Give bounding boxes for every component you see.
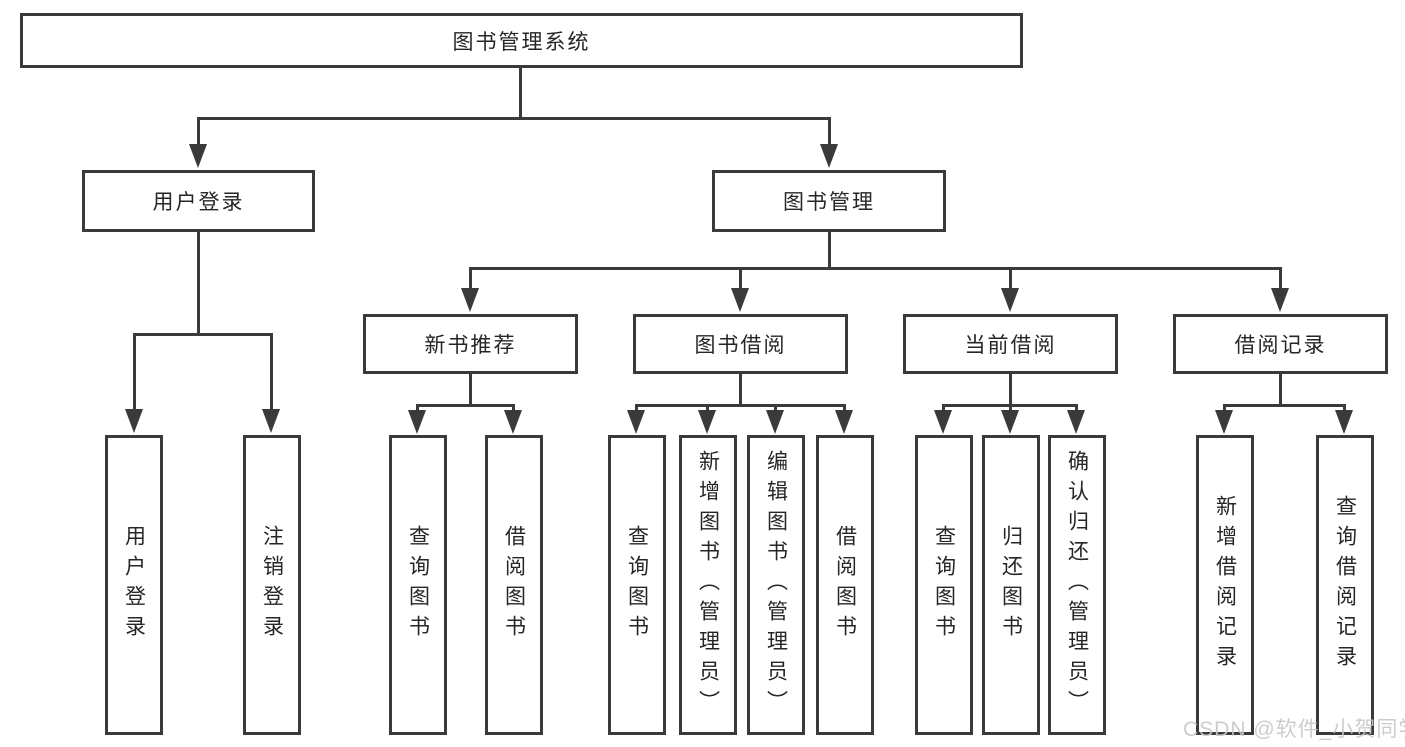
connector-borrow-records-crossbar bbox=[1223, 404, 1346, 407]
leaf-query-books-1: 查询图书 bbox=[389, 435, 447, 735]
arrow-to-query-books-3 bbox=[934, 410, 952, 434]
connector-drop-borrow-records bbox=[1279, 267, 1282, 289]
node-system-root-label: 图书管理系统 bbox=[452, 30, 591, 54]
connector-current-borrow-stem bbox=[1009, 372, 1012, 406]
connector-drop-add-book bbox=[706, 404, 709, 412]
arrow-to-new-book bbox=[461, 288, 479, 312]
leaf-return-book: 归还图书 bbox=[982, 435, 1040, 735]
node-book-management: 图书管理 bbox=[712, 170, 946, 232]
node-book-borrow-label: 图书借阅 bbox=[694, 334, 787, 357]
node-user-login: 用户登录 bbox=[82, 170, 315, 232]
arrow-to-leaf-logout bbox=[262, 409, 280, 433]
arrow-to-book-management bbox=[820, 144, 838, 168]
node-borrow-records-label: 借阅记录 bbox=[1234, 334, 1327, 357]
connector-drop-current-borrow bbox=[1009, 267, 1012, 289]
arrow-to-edit-book bbox=[766, 410, 784, 434]
arrow-to-user-login bbox=[189, 144, 207, 168]
connector-drop-new-book bbox=[469, 267, 472, 289]
arrow-to-book-borrow bbox=[731, 288, 749, 312]
connector-user-login-stem bbox=[197, 230, 200, 336]
connector-drop-add-record bbox=[1223, 404, 1226, 412]
node-current-borrow-label: 当前借阅 bbox=[964, 334, 1057, 357]
connector-book-borrow-stem bbox=[739, 372, 742, 406]
leaf-user-login-label: 用户登录 bbox=[122, 525, 146, 645]
connector-drop-user-login bbox=[197, 117, 200, 145]
connector-book-management-stem bbox=[828, 230, 831, 270]
leaf-query-books-1-label: 查询图书 bbox=[406, 525, 430, 645]
arrow-to-confirm-return bbox=[1067, 410, 1085, 434]
leaf-return-book-label: 归还图书 bbox=[999, 525, 1023, 645]
connector-borrow-records-stem bbox=[1279, 372, 1282, 406]
arrow-to-borrow-books-2 bbox=[835, 410, 853, 434]
node-current-borrow: 当前借阅 bbox=[903, 314, 1118, 374]
node-book-management-label: 图书管理 bbox=[783, 191, 875, 214]
node-borrow-records: 借阅记录 bbox=[1173, 314, 1388, 374]
leaf-borrow-books-2-label: 借阅图书 bbox=[833, 525, 857, 645]
connector-drop-edit-book bbox=[774, 404, 777, 412]
leaf-query-borrow-record: 查询借阅记录 bbox=[1316, 435, 1374, 735]
leaf-query-borrow-record-label: 查询借阅记录 bbox=[1333, 495, 1357, 675]
connector-drop-book-borrow bbox=[739, 267, 742, 289]
connector-drop-confirm-return bbox=[1075, 404, 1078, 412]
node-new-book-recommend-label: 新书推荐 bbox=[424, 334, 517, 357]
leaf-add-book-admin-label: 新增图书（管理员） bbox=[696, 450, 720, 720]
leaf-logout-label: 注销登录 bbox=[260, 525, 284, 645]
connector-drop-borrow-books-2 bbox=[843, 404, 846, 412]
leaf-confirm-return-admin: 确认归还（管理员） bbox=[1048, 435, 1106, 735]
connector-root-stem bbox=[519, 67, 522, 119]
leaf-borrow-books-1-label: 借阅图书 bbox=[502, 525, 526, 645]
leaf-edit-book-admin: 编辑图书（管理员） bbox=[747, 435, 805, 735]
leaf-query-books-3-label: 查询图书 bbox=[932, 525, 956, 645]
leaf-confirm-return-admin-label: 确认归还（管理员） bbox=[1065, 450, 1089, 720]
arrow-to-query-record bbox=[1335, 410, 1353, 434]
arrow-to-query-books-1 bbox=[408, 410, 426, 434]
leaf-borrow-books-1: 借阅图书 bbox=[485, 435, 543, 735]
arrow-to-return-book bbox=[1001, 410, 1019, 434]
leaf-query-books-3: 查询图书 bbox=[915, 435, 973, 735]
arrow-to-add-book bbox=[698, 410, 716, 434]
connector-drop-query-books-3 bbox=[942, 404, 945, 412]
node-new-book-recommend: 新书推荐 bbox=[363, 314, 578, 374]
connector-drop-leaf-user-login bbox=[133, 333, 136, 409]
connector-book-borrow-crossbar bbox=[635, 404, 846, 407]
leaf-add-borrow-record-label: 新增借阅记录 bbox=[1213, 495, 1237, 675]
csdn-watermark: CSDN @软件_小贺同学 bbox=[1183, 718, 1405, 741]
connector-user-login-crossbar bbox=[133, 333, 273, 336]
leaf-user-login: 用户登录 bbox=[105, 435, 163, 735]
connector-drop-query-books-1 bbox=[416, 404, 419, 412]
connector-new-book-stem bbox=[469, 372, 472, 406]
node-user-login-label: 用户登录 bbox=[152, 191, 245, 214]
leaf-add-borrow-record: 新增借阅记录 bbox=[1196, 435, 1254, 735]
arrow-to-add-record bbox=[1215, 410, 1233, 434]
connector-book-management-crossbar bbox=[469, 267, 1281, 270]
leaf-add-book-admin: 新增图书（管理员） bbox=[679, 435, 737, 735]
connector-drop-borrow-books-1 bbox=[512, 404, 515, 412]
connector-drop-book-management bbox=[828, 117, 831, 145]
leaf-query-books-2-label: 查询图书 bbox=[625, 525, 649, 645]
arrow-to-query-books-2 bbox=[627, 410, 645, 434]
arrow-to-borrow-books-1 bbox=[504, 410, 522, 434]
leaf-query-books-2: 查询图书 bbox=[608, 435, 666, 735]
connector-drop-leaf-logout bbox=[270, 333, 273, 409]
connector-drop-return-book bbox=[1009, 404, 1012, 412]
node-system-root: 图书管理系统 bbox=[20, 13, 1023, 68]
leaf-borrow-books-2: 借阅图书 bbox=[816, 435, 874, 735]
connector-root-crossbar bbox=[197, 117, 831, 120]
connector-new-book-crossbar bbox=[416, 404, 515, 407]
leaf-logout: 注销登录 bbox=[243, 435, 301, 735]
arrow-to-borrow-records bbox=[1271, 288, 1289, 312]
arrow-to-current-borrow bbox=[1001, 288, 1019, 312]
arrow-to-leaf-user-login bbox=[125, 409, 143, 433]
connector-drop-query-record bbox=[1343, 404, 1346, 412]
leaf-edit-book-admin-label: 编辑图书（管理员） bbox=[764, 450, 788, 720]
connector-drop-query-books-2 bbox=[635, 404, 638, 412]
node-book-borrow: 图书借阅 bbox=[633, 314, 848, 374]
